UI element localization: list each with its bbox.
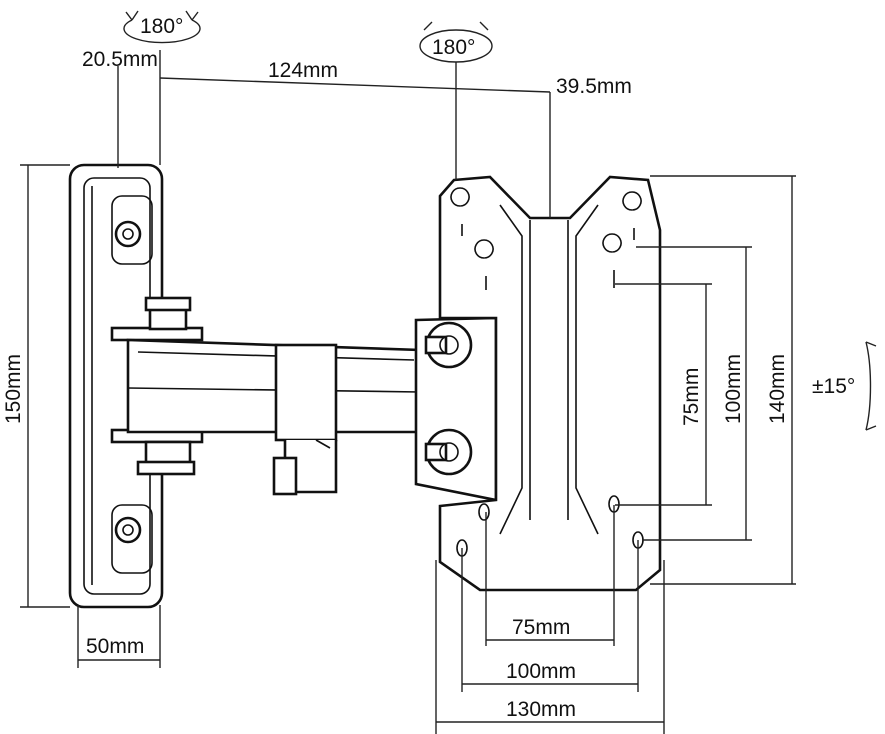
dim-wall-offset: 20.5mm [82,48,158,71]
vesa-hole-75-bl [478,503,490,521]
dim-plate-height: 140mm [766,354,789,424]
dim-vesa-75-v: 75mm [680,368,703,426]
dim-plate-width: 130mm [506,698,576,721]
dim-wall-plate-width: 50mm [86,635,144,658]
dim-vesa-100-v: 100mm [722,354,745,424]
vesa-hole-130-tr [622,191,642,240]
rotation-indicator-tilt: ±15° [812,341,877,431]
vesa-hole-100-tr [602,233,622,288]
dim-wall-plate-height: 150mm [2,354,25,424]
wall-swivel-label: 180° [140,15,183,38]
connector-bracket [414,316,498,502]
dimension-lines [20,50,796,734]
bracket-bolt-top [424,321,473,369]
wall-plate [68,163,164,609]
dim-vesa-75-h: 75mm [512,616,570,639]
vesa-hole-100-tl [474,239,494,290]
bracket-bolt-bottom [424,428,473,476]
vesa-hole-130-tl [450,187,470,236]
wall-screw-bottom [114,516,142,544]
rotation-indicator-wall: 180° [123,10,201,44]
wall-screw-top [114,220,142,248]
vesa-plate [438,175,662,592]
swivel-arm [110,296,422,496]
dim-vesa-100-h: 100mm [506,660,576,683]
dim-head-offset: 39.5mm [556,75,632,98]
rotation-indicator-head: 180° [419,21,493,63]
dim-arm-length: 124mm [268,59,338,82]
head-swivel-label: 180° [432,36,475,59]
tilt-label: ±15° [812,375,855,398]
